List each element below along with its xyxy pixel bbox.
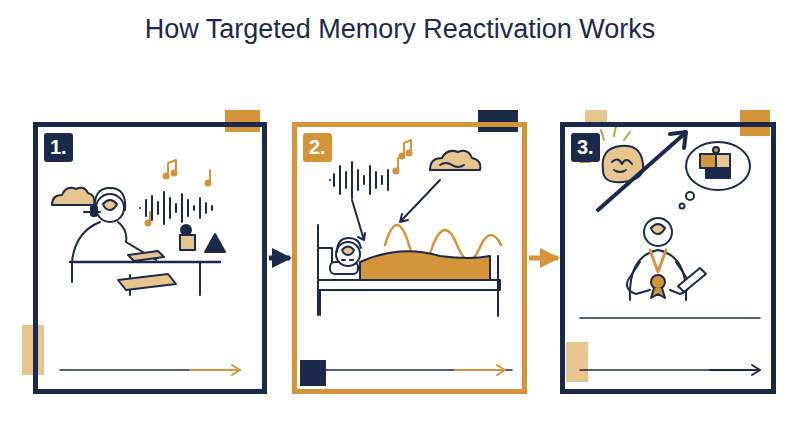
- step-panel: 2.: [292, 122, 527, 394]
- step-panel: 3.: [560, 122, 776, 394]
- flow-arrow: [529, 256, 558, 261]
- step-number: 3.: [571, 133, 600, 162]
- step-number: 1.: [44, 133, 73, 162]
- diagram-title: How Targeted Memory Reactivation Works: [0, 14, 800, 45]
- step-panel: 1.: [33, 122, 267, 394]
- step-number: 2.: [303, 133, 332, 162]
- flow-arrow: [269, 256, 290, 261]
